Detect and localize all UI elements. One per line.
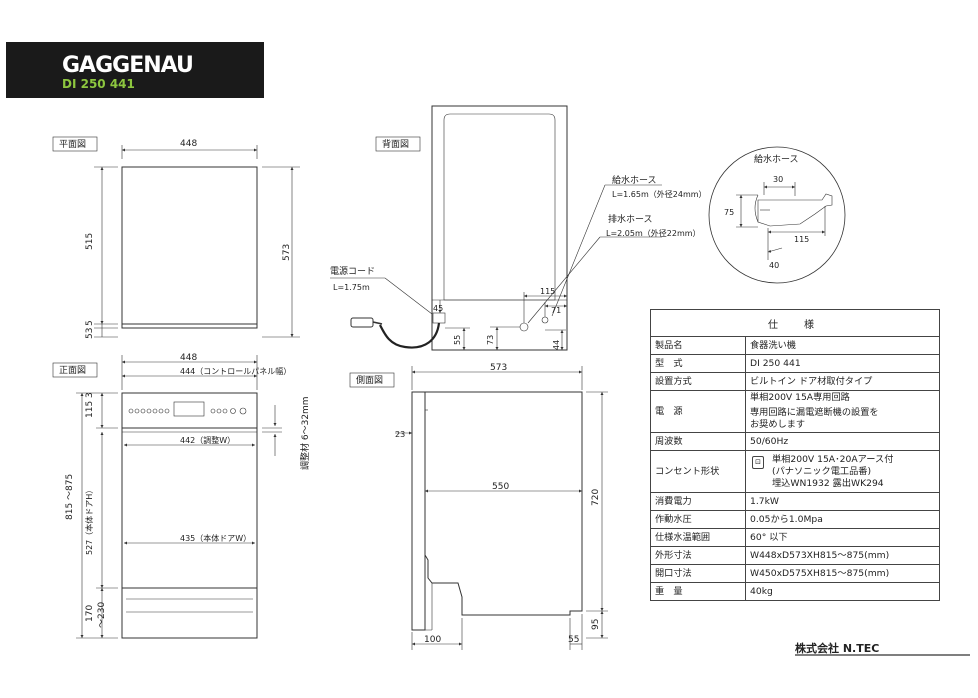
front-control-width-dim: 444（コントロールパネル幅） xyxy=(180,366,291,376)
detail-d75-dim: 75 xyxy=(724,208,734,217)
plan-d5-dim: 5 xyxy=(85,320,95,326)
plan-body xyxy=(121,166,258,325)
plan-base xyxy=(121,323,258,329)
detail-d30-dim: 30 xyxy=(773,175,783,184)
spec-table-title: 仕 様 xyxy=(650,309,940,337)
power-cord xyxy=(379,322,441,349)
table-row: 電 源 単相200V 15A専用回路専用回路に漏電遮断機の設置をお奨めします xyxy=(650,390,940,433)
front-control-panel xyxy=(121,392,258,429)
drain-hose-title: 排水ホース xyxy=(608,213,653,225)
side-d720-dim: 720 xyxy=(591,489,601,506)
front-d3-dim: 3 xyxy=(85,392,95,398)
side-body xyxy=(424,391,583,616)
back-d73-dim: 73 xyxy=(486,335,495,345)
front-kick xyxy=(121,587,258,639)
detail-d40-dim: 40 xyxy=(769,261,779,270)
back-d45-dim: 45 xyxy=(433,304,443,313)
detail-d115-dim: 115 xyxy=(794,235,809,244)
front-door xyxy=(121,427,258,589)
back-d44-dim: 44 xyxy=(552,340,561,350)
power-cord-title: 電源コード xyxy=(330,266,375,277)
hose-fitting xyxy=(757,193,833,227)
power-line-2: 専用回路に漏電遮断機の設置を xyxy=(750,407,879,418)
back-d115-dim: 115 xyxy=(540,287,555,296)
control-buttons xyxy=(128,401,247,417)
front-door-height-dim: 527（本体ドアH） xyxy=(84,486,94,555)
table-row: 製品名食器洗い機 xyxy=(650,336,940,355)
side-d100-dim: 100 xyxy=(424,635,441,645)
power-line-1: 単相200V 15A専用回路 xyxy=(750,392,850,403)
front-d170-dim: 170 xyxy=(85,605,95,622)
side-depth-dim: 573 xyxy=(490,363,507,373)
power-cord-spec: L=1.75m xyxy=(333,283,370,292)
table-row: コンセント形状 ⊡ 単相200V 15A･20Aアース付 (パナソニック電工品番… xyxy=(650,450,940,493)
plan-view-label: 平面図 xyxy=(59,139,86,150)
outlet-icon: ⊡ xyxy=(752,455,764,469)
front-adjust-width-dim: 442（調整W） xyxy=(180,435,235,445)
back-body xyxy=(431,105,568,351)
power-plug xyxy=(350,317,374,328)
drain-outlet xyxy=(519,322,529,332)
outlet-line-3: 埋込WN1932 露出WK294 xyxy=(772,477,884,489)
front-d115-dim: 115 xyxy=(85,401,95,418)
side-d23-dim: 23 xyxy=(395,430,405,439)
hose-detail-circle xyxy=(708,146,846,284)
back-view-label: 背面図 xyxy=(382,138,409,150)
side-door-panel xyxy=(411,391,426,631)
outlet-line-1: 単相200V 15A･20Aアース付 xyxy=(772,453,894,465)
side-d55-dim: 55 xyxy=(568,635,579,645)
front-height-total-dim: 815 ～875 xyxy=(65,474,75,520)
front-width-dim: 448 xyxy=(180,353,197,363)
supply-hose-title: 給水ホース xyxy=(612,174,657,186)
plan-d53-dim: 53 xyxy=(85,328,95,339)
adjust-material-label: 調整材 6～32mm xyxy=(299,396,311,470)
side-view-label: 側面図 xyxy=(356,374,383,386)
side-d95-dim: 95 xyxy=(591,619,601,630)
outlet-line-2: (パナソニック電工品番) xyxy=(772,465,872,477)
plan-width-dim: 448 xyxy=(180,139,197,149)
model-number: DI 250 441 xyxy=(62,77,135,91)
front-d230-dim: ～230 xyxy=(97,602,107,628)
power-connector xyxy=(432,312,446,324)
plan-depth-body-dim: 515 xyxy=(85,233,95,250)
table-row: 設置方式ビルトイン ドア材取付タイプ xyxy=(650,372,940,391)
power-line-3: お奨めします xyxy=(750,419,806,430)
supply-inlet xyxy=(541,316,549,324)
company-name: 株式会社 N.TEC xyxy=(795,642,880,655)
plan-depth-total-dim: 573 xyxy=(282,244,292,261)
back-d55-dim: 55 xyxy=(453,335,462,345)
back-d71-dim: 71 xyxy=(551,306,561,315)
brand-name: GAGGENAU xyxy=(62,53,193,78)
side-d550-dim: 550 xyxy=(492,482,509,492)
brand-banner xyxy=(6,42,264,98)
supply-hose-spec: L=1.65m（外径24mm） xyxy=(612,189,707,199)
front-door-width-dim: 435（本体ドアW） xyxy=(180,533,251,543)
front-view-label: 正面図 xyxy=(59,365,86,376)
detail-title: 給水ホース xyxy=(754,153,799,165)
drain-hose-spec: L=2.05m（外径22mm） xyxy=(606,228,701,238)
